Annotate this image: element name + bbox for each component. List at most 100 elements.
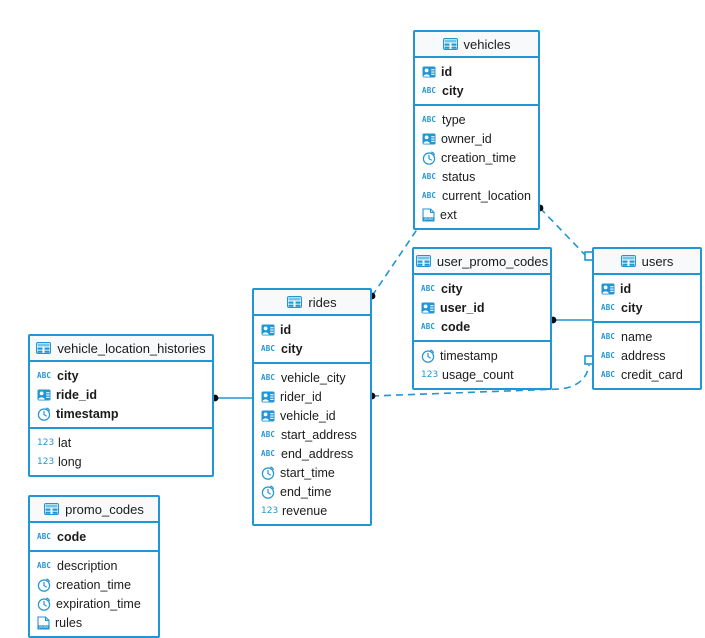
column-row[interactable]: ride_id <box>30 385 212 404</box>
id-card-icon <box>37 389 51 401</box>
column-name: start_time <box>280 465 335 480</box>
table-title: rides <box>308 294 337 310</box>
id-card-icon <box>261 324 275 336</box>
column-row[interactable]: owner_id <box>415 129 538 148</box>
column-row[interactable]: JSON rules <box>30 613 158 632</box>
column-name: description <box>57 558 118 573</box>
svg-text:JSON: JSON <box>38 625 48 629</box>
column-row[interactable]: user_id <box>414 298 550 317</box>
abc-text-icon: ABC <box>37 371 52 380</box>
column-name: end_address <box>281 446 354 461</box>
table-header-users[interactable]: users <box>594 249 700 275</box>
clock-icon <box>421 349 435 363</box>
json-document-icon: JSON <box>422 207 435 222</box>
clock-icon <box>37 597 51 611</box>
column-row[interactable]: ABC end_address <box>254 444 370 463</box>
clock-icon <box>37 578 51 592</box>
column-row[interactable]: end_time <box>254 482 370 501</box>
table-title: users <box>641 253 674 269</box>
column-row[interactable]: creation_time <box>30 575 158 594</box>
relationship-users-to-user-promo-codes[interactable] <box>549 316 592 324</box>
abc-text-icon: ABC <box>261 430 276 439</box>
table-grid-icon <box>44 503 60 515</box>
column-name: vehicle_city <box>281 370 346 385</box>
table-grid-icon <box>415 255 431 267</box>
table-title: user_promo_codes <box>436 253 549 269</box>
table-header-vehicle_location_histories[interactable]: vehicle_location_histories <box>30 336 212 362</box>
column-name: rules <box>55 615 83 630</box>
column-name: id <box>280 322 292 337</box>
id-card-icon <box>261 410 275 422</box>
table-title: vehicles <box>463 36 511 52</box>
table-grid-icon <box>620 255 636 267</box>
column-row[interactable]: id <box>254 320 370 339</box>
abc-text-icon: ABC <box>421 322 436 331</box>
column-row[interactable]: ABC vehicle_city <box>254 368 370 387</box>
column-row[interactable]: ABC code <box>414 317 550 336</box>
column-row[interactable]: expiration_time <box>30 594 158 613</box>
abc-text-icon: ABC <box>601 351 616 360</box>
column-row[interactable]: JSON ext <box>415 205 538 224</box>
table-header-user_promo_codes[interactable]: user_promo_codes <box>414 249 550 275</box>
column-row[interactable]: id <box>415 62 538 81</box>
table-header-rides[interactable]: rides <box>254 290 370 316</box>
column-name: code <box>441 319 471 334</box>
column-name: long <box>58 454 82 469</box>
json-document-icon: JSON <box>37 615 50 630</box>
table-grid-icon <box>36 342 52 354</box>
column-row[interactable]: id <box>594 279 700 298</box>
123-number-icon: 123 <box>37 456 55 467</box>
column-row[interactable]: timestamp <box>414 346 550 365</box>
id-card-icon <box>421 302 435 314</box>
abc-text-icon: ABC <box>422 172 437 181</box>
relationship-vehicle-location-histories-to-rides[interactable] <box>211 394 252 402</box>
abc-text-icon: ABC <box>37 532 52 541</box>
clock-icon <box>422 151 436 165</box>
id-card-icon <box>422 133 436 145</box>
column-name: usage_count <box>442 367 514 382</box>
abc-text-icon: ABC <box>261 449 276 458</box>
column-row[interactable]: creation_time <box>415 148 538 167</box>
column-row[interactable]: rider_id <box>254 387 370 406</box>
abc-text-icon: ABC <box>261 344 276 353</box>
table-header-vehicles[interactable]: vehicles <box>415 32 538 58</box>
column-row[interactable]: vehicle_id <box>254 406 370 425</box>
abc-text-icon: ABC <box>261 373 276 382</box>
column-name: lat <box>58 435 72 450</box>
column-row[interactable]: start_time <box>254 463 370 482</box>
table-header-promo_codes[interactable]: promo_codes <box>30 497 158 523</box>
column-row[interactable]: timestamp <box>30 404 212 423</box>
clock-icon <box>261 466 275 480</box>
column-name: timestamp <box>440 348 498 363</box>
